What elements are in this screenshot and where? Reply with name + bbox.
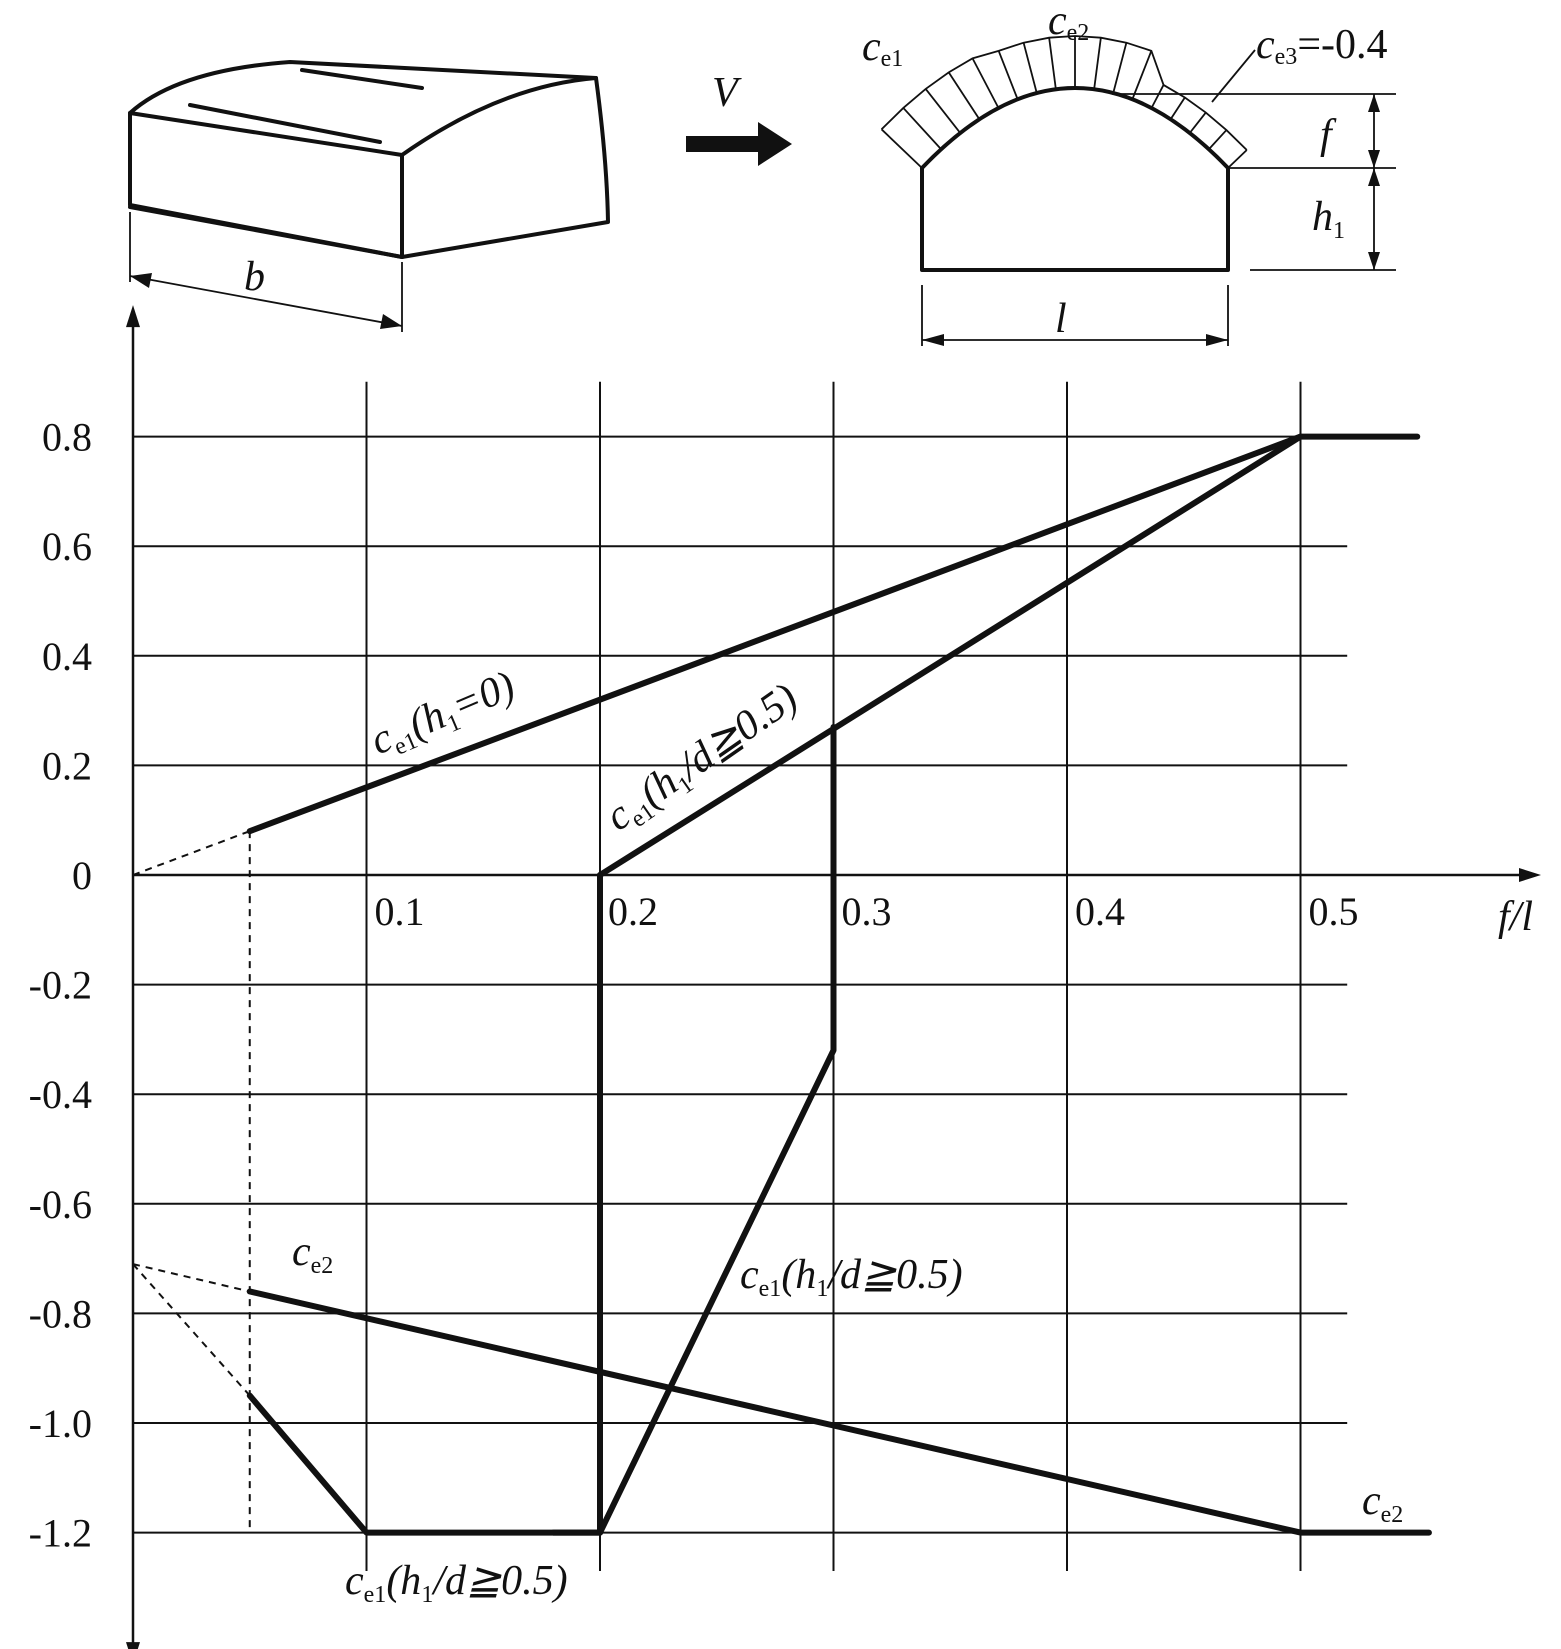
annotation-hd_mid: ce1(h1/d≧0.5): [740, 1252, 963, 1302]
y-tick-label: -1.0: [29, 1401, 92, 1446]
section-label-ce2: ce2: [1048, 0, 1089, 46]
wind-arrow-icon: [686, 122, 792, 166]
roof-stripe-2: [300, 68, 424, 90]
building-front-edge: [128, 111, 404, 259]
pressure-strip: [1169, 96, 1186, 120]
y-axis-arrow-up: [126, 305, 140, 328]
annotation-hd_top: ce1(h1/d≧0.5): [597, 675, 808, 844]
pressure-strip: [1150, 84, 1165, 109]
grid: [133, 381, 1348, 1571]
dim-f-h1-arrows: [1368, 94, 1380, 270]
series-line: [597, 433, 1304, 878]
x-tick-label: 0.2: [608, 889, 658, 934]
pressure-strip: [1112, 42, 1128, 94]
section-label-ce3: ce3=-0.4: [1256, 22, 1388, 70]
x-tick-label: 0.4: [1075, 889, 1125, 934]
pressure-strip: [1048, 37, 1057, 90]
wind-arrow: V: [686, 70, 792, 166]
tick-labels: 0.8 0.6 0.4 0.2 0 -0.2 -0.4 -0.6 -0.8 -1.0 -1.2 0.1…: [29, 415, 1533, 1556]
x-tick-label: 0.1: [375, 889, 425, 934]
ce3-leader: [1211, 49, 1256, 103]
pressure-strip: [880, 128, 923, 169]
y-tick-label: -0.8: [29, 1291, 92, 1336]
x-axis-label: f/l: [1498, 894, 1533, 940]
pressure-envelope: [880, 35, 1248, 151]
series-line: [246, 1288, 1432, 1536]
section-label-h1: h1: [1312, 194, 1345, 244]
series-dashed-extension: [132, 1263, 251, 1397]
roof-stripe-1: [188, 103, 382, 144]
pressure-strip: [1131, 50, 1153, 100]
series-line: [246, 1392, 603, 1536]
y-tick-label: 0.8: [42, 415, 92, 460]
y-tick-label: -1.2: [29, 1511, 92, 1556]
pressure-strip: [1093, 37, 1102, 90]
section-label-ce1: ce1: [862, 24, 903, 72]
y-tick-label: -0.4: [29, 1072, 92, 1117]
dim-line-b: [129, 275, 403, 327]
annotation-ce2_left: ce2: [292, 1229, 333, 1279]
x-tick-label: 0.3: [842, 889, 892, 934]
building-dim-label: b: [244, 254, 265, 300]
cross-section: l f h1 ce1 ce2 ce3=-0.4: [862, 0, 1396, 346]
series-dashed-extension: [132, 1263, 250, 1293]
section-arch: [920, 86, 1230, 170]
y-tick-label: 0.4: [42, 634, 92, 679]
section-label-l: l: [1055, 296, 1067, 342]
annotation-ce2_right: ce2: [1362, 1478, 1403, 1528]
wind-label: V: [712, 70, 742, 116]
y-tick-label: 0.6: [42, 524, 92, 569]
pressure-strip: [924, 88, 961, 134]
annotation-h0: ce1(h1=0): [364, 663, 523, 768]
building-base-line: [128, 205, 404, 259]
series: [132, 433, 1432, 1536]
building-roof-outline: [128, 60, 610, 259]
dim-arrow-left: [130, 273, 152, 288]
series-line: [597, 724, 837, 1536]
building-sketch: b: [128, 60, 610, 332]
pressure-strip: [971, 57, 1000, 109]
annotations: ce1(h1=0) ce1(h1/d≧0.5) ce1(h1/d≧0.5) ce1(h…: [292, 663, 1403, 1608]
pressure-strip: [1189, 111, 1207, 134]
pressure-strip: [997, 50, 1019, 100]
dim-arrow-right: [380, 314, 402, 329]
series-dashed-extension: [132, 830, 251, 876]
section-label-f: f: [1320, 112, 1337, 158]
building-gable: [400, 76, 598, 157]
annotation-hd_bot: ce1(h1/d≧0.5): [345, 1558, 568, 1608]
y-axis-arrow-down: [126, 1642, 140, 1649]
x-tick-label: 0.5: [1309, 889, 1359, 934]
pressure-strip: [1022, 42, 1038, 94]
pressure-strip: [947, 71, 981, 120]
chart: 0.8 0.6 0.4 0.2 0 -0.2 -0.4 -0.6 -0.8 -1.0 -1.2 0.1…: [29, 305, 1542, 1649]
y-tick-label: 0: [72, 853, 92, 898]
y-tick-label: 0.2: [42, 743, 92, 788]
pressure-strip: [1208, 129, 1228, 150]
y-tick-label: -0.2: [29, 963, 92, 1008]
section-outline: [920, 166, 1230, 272]
y-tick-label: -0.6: [29, 1182, 92, 1227]
pressure-strip: [1227, 149, 1248, 169]
x-axis-arrow: [1519, 868, 1542, 882]
pressure-strip: [902, 107, 942, 150]
